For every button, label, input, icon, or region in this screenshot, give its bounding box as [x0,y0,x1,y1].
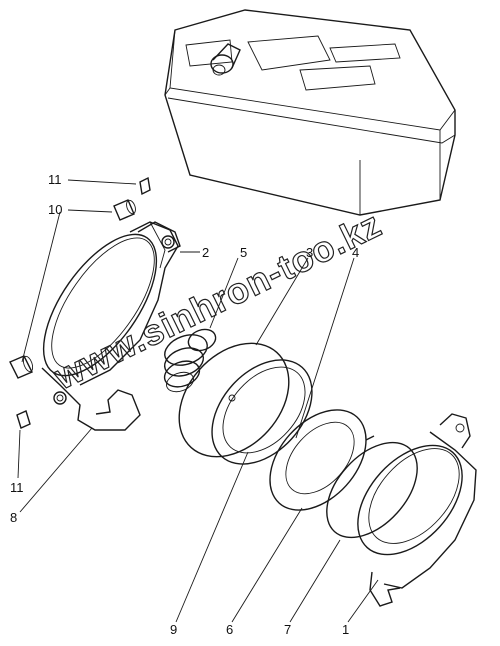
watermark-text: www.sinhron-too.kz [47,203,388,398]
callout-2: 2 [202,245,209,260]
pin-part-11-bottom [16,410,31,429]
leader-lines [17,179,379,623]
filler-neck-part-1 [357,413,477,607]
bushing-part-10-bottom [9,355,34,379]
callout-6: 6 [226,622,233,637]
callout-4: 4 [352,245,359,260]
callout-7: 7 [284,622,291,637]
callout-11-bottom: 11 [10,480,24,495]
pin-part-11-top [139,176,151,196]
callout-1: 1 [342,622,349,637]
callout-11-top: 11 [48,172,62,187]
callout-3: 3 [306,245,313,260]
bushing-part-10-top [113,199,136,221]
cap-housing-part-2 [41,221,181,431]
callout-8: 8 [10,510,17,525]
fuel-tank [164,9,456,216]
callout-9: 9 [170,622,177,637]
snap-ring-part-7 [326,435,418,539]
filter-ring-part-6 [269,409,367,511]
callout-5: 5 [240,245,247,260]
callout-10: 10 [48,202,62,217]
disk-part-3 [178,342,290,458]
gasket-part-9 [211,359,313,465]
